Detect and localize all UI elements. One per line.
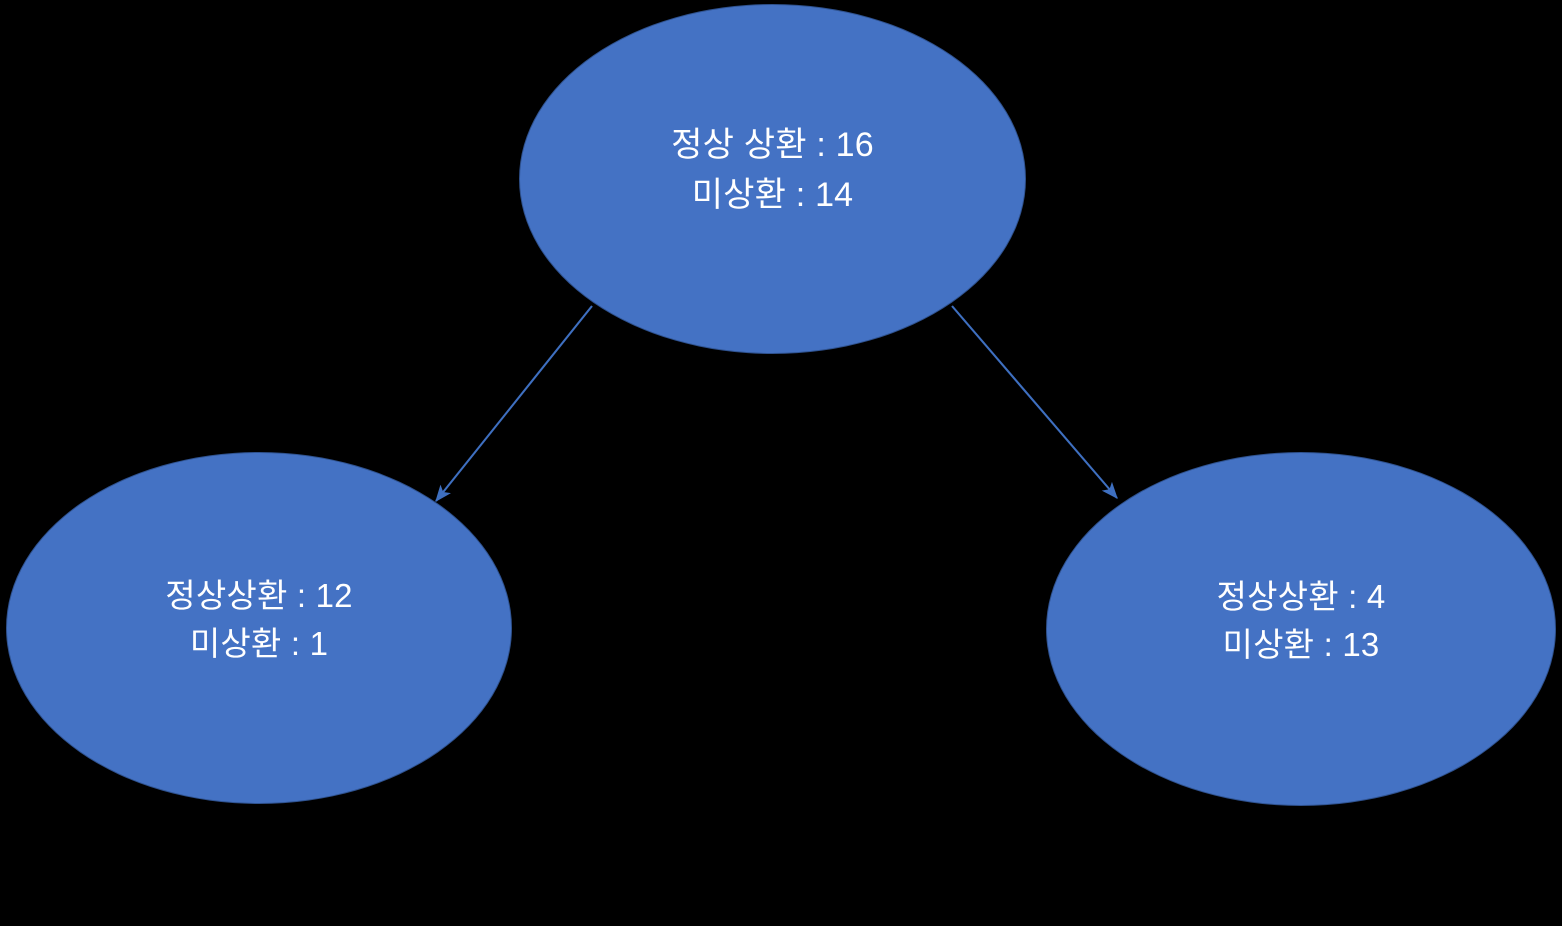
tree-node-right-child-text: 정상상환 : 4 미상환 : 13 [1217, 573, 1386, 669]
tree-node-left-child-text: 정상상환 : 12 미상환 : 1 [165, 572, 352, 668]
edge-root-to-right [951, 305, 1118, 499]
tree-node-root-line-1: 정상 상환 : 16 [671, 126, 874, 165]
tree-node-root-line-2: 미상환 : 14 [691, 176, 854, 214]
tree-node-left-child-line-1: 정상상환 : 12 [165, 576, 353, 614]
tree-node-right-child-line-2: 미상환 : 13 [1222, 626, 1380, 663]
edge-root-to-left [435, 305, 593, 502]
tree-node-right-child-line-1: 정상상환 : 4 [1216, 577, 1386, 615]
tree-node-left-child-line-2: 미상환 : 1 [189, 625, 329, 662]
tree-node-root[interactable]: 정상 상환 : 16 미상환 : 14 [519, 4, 1026, 354]
tree-node-left-child[interactable]: 정상상환 : 12 미상환 : 1 [6, 452, 512, 804]
tree-node-root-text: 정상 상환 : 16 미상환 : 14 [671, 121, 874, 220]
tree-node-right-child[interactable]: 정상상환 : 4 미상환 : 13 [1046, 452, 1556, 806]
